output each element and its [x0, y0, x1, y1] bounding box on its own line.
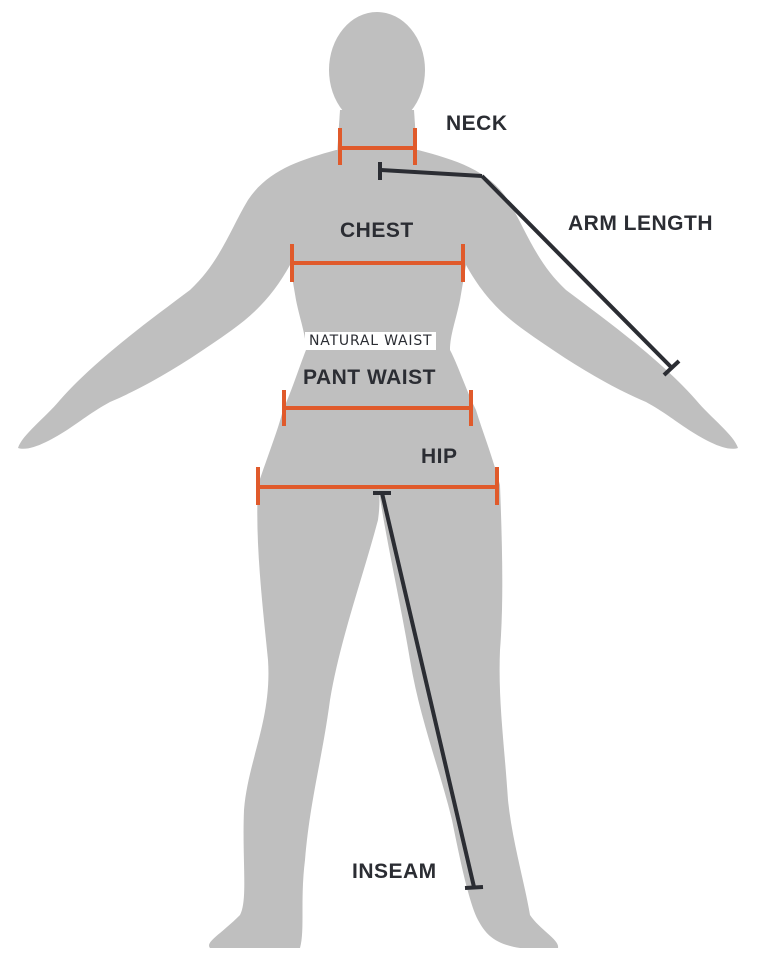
neck-label: NECK	[446, 112, 508, 135]
pant-waist-label: PANT WAIST	[303, 366, 436, 389]
chest-measure-bar	[290, 244, 465, 282]
hip-measure-bar	[256, 467, 499, 505]
left-leg-shape	[209, 485, 380, 948]
natural-waist-label: NATURAL WAIST	[305, 332, 437, 350]
right-leg-shape	[378, 485, 559, 948]
head-shape	[329, 12, 425, 128]
inseam-measure-line	[373, 491, 484, 890]
chest-label: CHEST	[340, 219, 414, 242]
pant-waist-measure-bar	[282, 390, 473, 426]
arm-length-measure-line	[378, 162, 681, 377]
hip-label: HIP	[421, 445, 458, 468]
arm-length-label: ARM LENGTH	[568, 212, 713, 235]
inseam-label: INSEAM	[352, 860, 437, 883]
neck-measure-bar	[338, 128, 417, 165]
torso-and-arms-shape	[18, 150, 738, 485]
